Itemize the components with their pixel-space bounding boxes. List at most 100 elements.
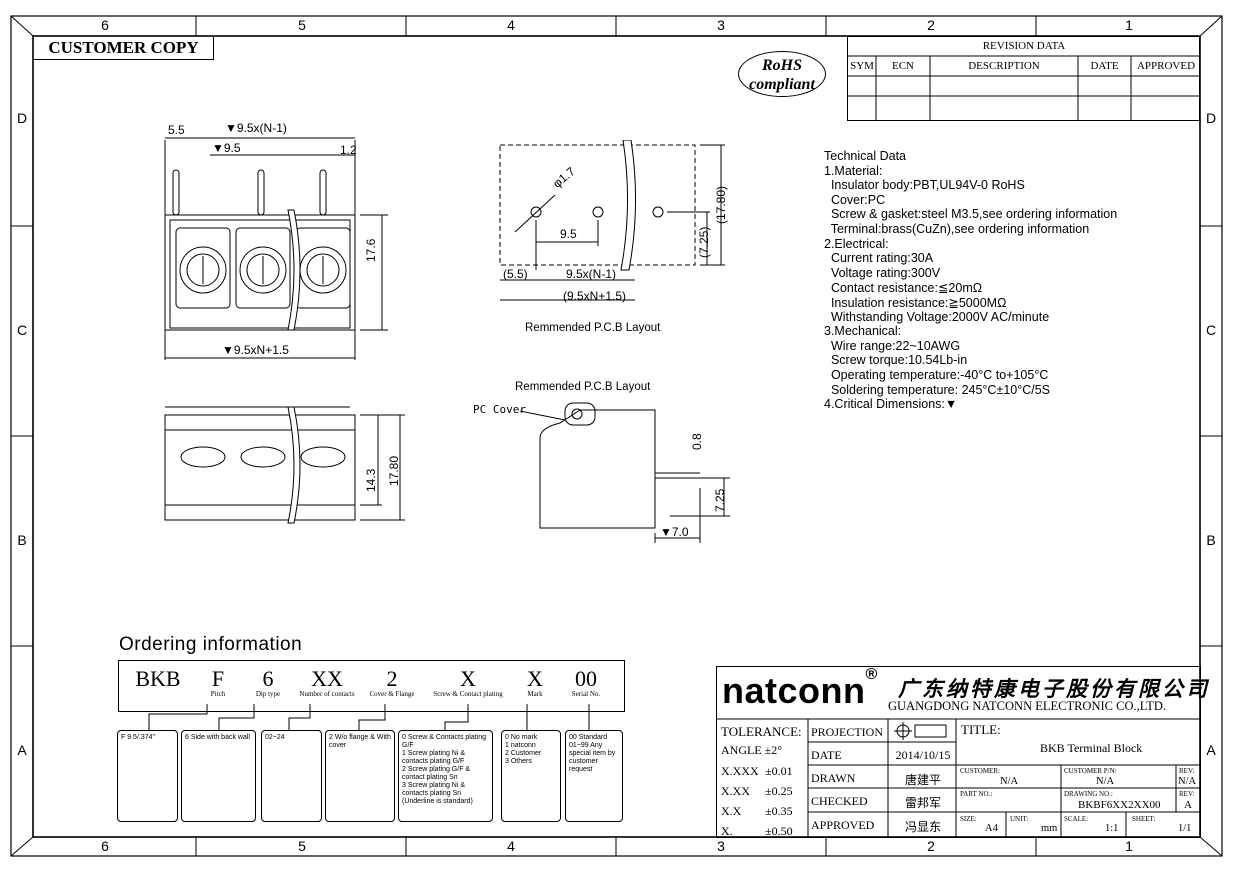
pcb-dim-17-80: (17.80) [714,185,728,224]
zone-5-top: 5 [298,17,306,33]
tech-line: Terminal:brass(CuZn),see ordering inform… [824,222,1090,236]
size-label: SIZE: [960,815,977,823]
dim-pitch-n-minus-1: ▼9.5x(N-1) [225,121,287,135]
dim-14-3: 14.3 [364,468,378,492]
sheet-label: SHEET: [1132,815,1156,823]
rev-col-sym: SYM [850,60,874,72]
ordering-title: Ordering information [119,634,303,655]
rev-label-2: REV: [1179,790,1195,798]
customer-label: CUSTOMER: [960,767,1000,775]
tech-line: 4.Critical Dimensions:▼ [824,397,958,412]
drawn-by: 唐建平 [904,773,941,787]
rev-col-ecn: ECN [892,60,914,72]
tech-line: 3.Mechanical: [824,324,902,339]
sheet-value: 1/1 [1178,823,1192,834]
order-code: X [460,666,476,691]
customer-value: N/A [1000,776,1019,787]
zone-b-left: B [17,532,27,548]
tech-line: Screw torque:10.54Lb-in [824,353,968,368]
rohs-stamp: RoHS compliant [738,51,826,97]
projection-label: PROJECTION [811,725,884,739]
tolerance-value: ±0.35 [765,804,793,818]
checked-by: 雷邦军 [904,796,941,810]
side-profile-drawing [520,402,730,543]
tech-line: Current rating:30A [824,251,934,266]
brand-logo: natconn® [722,666,878,712]
order-code-label: Serial No. [571,690,601,698]
ordering-code-box [118,660,625,712]
order-code: BKB [135,666,181,691]
dim-5-5: 5.5 [168,123,185,137]
order-code: F [211,666,225,691]
dim-pitch: ▼9.5 [212,141,241,155]
order-code: XX [311,666,343,691]
dim-1-2: 1.2 [340,143,357,157]
pc-cover-label: PC Cover [473,403,526,416]
tolerance-format: X.XXX [721,764,759,778]
pcb-caption-2: Remmended P.C.B Layout [515,381,651,393]
customer-copy-label: CUSTOMER COPY [34,37,214,60]
tolerance-format: X. [721,824,733,838]
tolerance-format: X.X [721,804,742,818]
dim-overall-width: ▼9.5xN+1.5 [222,343,289,357]
profile-dim-7-25: 7.25 [713,488,727,512]
pcb-layout-drawing [499,140,725,301]
pcb-caption-1: Remmended P.C.B Layout [525,322,661,334]
rohs-line1: RoHS [761,57,802,74]
tech-line: Technical Data [824,149,906,163]
tech-line: Contact resistance:≦20mΩ [824,281,983,296]
order-code-label: Dip type [255,690,281,698]
order-code: 2 [386,666,398,691]
tolerance-value: ±0.25 [765,784,793,798]
drawing-title: BKB Terminal Block [1040,741,1143,755]
pcb-dim-pitch: 9.5 [560,227,577,241]
checked-label: CHECKED [811,794,868,808]
zone-3-bottom: 3 [717,838,725,854]
brand-name: natconn [722,670,866,711]
order-option-box: 02~24 [261,730,322,822]
order-option-box: 00 Standard 01~99 Any special item by cu… [565,730,623,822]
order-code-label: Cover & Flange [369,690,415,698]
dim-17-6: 17.6 [364,238,378,262]
drawing-no-label: DRAWING NO.: [1064,790,1113,798]
pcb-dim-n-minus-1: 9.5x(N-1) [566,267,617,281]
tech-line: 1.Material: [824,163,883,178]
zone-1-bottom: 1 [1125,838,1133,854]
tech-line: Insulation resistance:≧5000MΩ [824,296,1007,310]
zone-1-top: 1 [1125,17,1133,33]
rohs-line2: compliant [749,76,815,93]
approved-by: 冯显东 [904,820,941,834]
zone-6-bottom: 6 [101,838,109,854]
order-option-box: F 9.5/.374" [117,730,178,822]
tech-line: Insulator body:PBT,UL94V-0 RoHS [824,178,1025,193]
zone-4-bottom: 4 [507,838,515,854]
unit-value: mm [1041,823,1058,834]
size-value: A4 [985,823,998,834]
customer-pn-value: N/A [1096,776,1115,787]
order-code: 6 [262,666,274,691]
order-code: X [527,666,543,691]
pcb-dim-7-25: (7.25) [697,226,711,258]
pcb-dim-overall: (9.5xN+1.5) [563,289,627,303]
date-value: 2014/10/15 [895,748,951,762]
zone-c-right: C [1205,322,1217,338]
zone-c-left: C [16,322,28,338]
rev-col-approved: APPROVED [1136,60,1196,72]
tech-line: Wire range:22~10AWG [824,338,961,353]
angle-tolerance: ANGLE ±2° [721,743,783,757]
zone-2-bottom: 2 [927,838,935,854]
ordering-leaders [148,704,590,730]
tolerance-value: ±0.50 [765,824,793,838]
order-code-label: Screw & Contact plating [433,690,503,698]
drawing-no-value: BKBF6XX2XX00 [1078,799,1161,811]
rev-col-date: DATE [1090,60,1119,72]
title-block-grid [716,666,1201,838]
rev-value-2: A [1184,799,1192,811]
profile-dim-0-8: 0.8 [690,433,704,450]
order-code-label: Mark [527,690,543,698]
dim-17-80: 17.80 [387,455,401,486]
unit-label: UNIT: [1010,815,1029,823]
customer-pn-label: CUSTOMER P/N: [1064,767,1117,775]
zone-a-left: A [17,742,27,758]
zone-d-right: D [1205,110,1217,126]
